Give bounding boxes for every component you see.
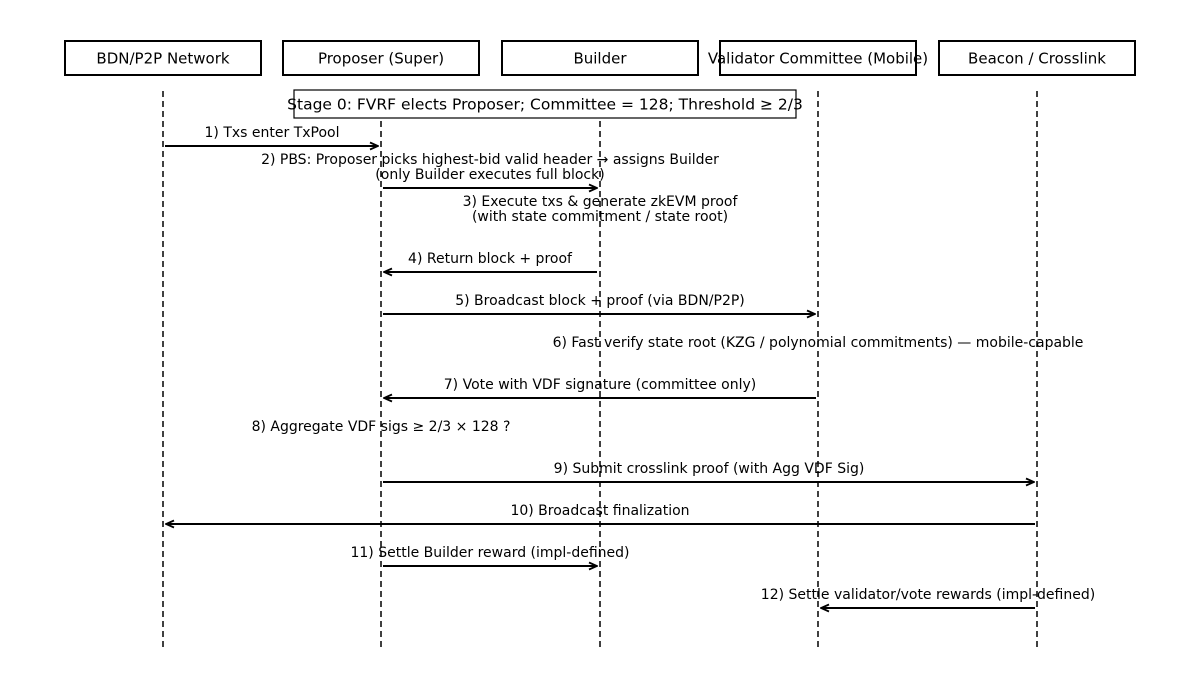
participant-bdn: BDN/P2P Network (64, 40, 262, 76)
step-9: 9) Submit crosslink proof (with Agg VDF … (383, 461, 1034, 482)
step-3-label: 3) Execute txs & generate zkEVM proof (463, 194, 739, 210)
step-10-label: 10) Broadcast finalization (510, 503, 689, 519)
step-11: 11) Settle Builder reward (impl-defined) (350, 545, 630, 566)
participant-label: Validator Committee (Mobile) (708, 50, 928, 68)
step-1-label: 1) Txs enter TxPool (205, 125, 340, 141)
participant-beacon: Beacon / Crosslink (938, 40, 1136, 76)
step-8: 8) Aggregate VDF sigs ≥ 2/3 × 128 ? (252, 419, 511, 435)
participant-label: Builder (573, 50, 627, 68)
participant-box (501, 40, 699, 76)
step-2: 2) PBS: Proposer picks highest-bid valid… (261, 152, 719, 188)
step-12: 12) Settle validator/vote rewards (impl-… (761, 587, 1095, 608)
stage-note-label: Stage 0: FVRF elects Proposer; Committee… (287, 96, 803, 114)
step-5-label: 5) Broadcast block + proof (via BDN/P2P) (455, 293, 745, 309)
step-4: 4) Return block + proof (384, 251, 597, 272)
participant-label: BDN/P2P Network (96, 50, 229, 68)
step-8-label: 8) Aggregate VDF sigs ≥ 2/3 × 128 ? (252, 419, 511, 435)
participant-box (719, 40, 917, 76)
participant-box (282, 40, 480, 76)
participant-label: Proposer (Super) (318, 50, 444, 68)
stage-note-box (293, 89, 797, 119)
step-12-label: 12) Settle validator/vote rewards (impl-… (761, 587, 1095, 603)
participant-box (938, 40, 1136, 76)
step-4-label: 4) Return block + proof (408, 251, 573, 267)
step-7-label: 7) Vote with VDF signature (committee on… (444, 377, 756, 393)
step-3-sublabel: (with state commitment / state root) (472, 209, 728, 225)
participant-builder: Builder (501, 40, 699, 76)
step-11-label: 11) Settle Builder reward (impl-defined) (350, 545, 629, 561)
participant-validator: Validator Committee (Mobile) (708, 40, 928, 76)
step-7: 7) Vote with VDF signature (committee on… (384, 377, 816, 398)
participant-box (64, 40, 262, 76)
step-6-label: 6) Fast verify state root (KZG / polynom… (553, 335, 1084, 351)
step-6: 6) Fast verify state root (KZG / polynom… (553, 335, 1084, 351)
step-2-sublabel: (only Builder executes full block) (375, 167, 604, 183)
stage-note: Stage 0: FVRF elects Proposer; Committee… (287, 89, 803, 119)
step-1: 1) Txs enter TxPool (165, 125, 378, 146)
step-9-label: 9) Submit crosslink proof (with Agg VDF … (554, 461, 865, 477)
participant-label: Beacon / Crosslink (968, 50, 1106, 68)
step-5: 5) Broadcast block + proof (via BDN/P2P) (383, 293, 815, 314)
participant-proposer: Proposer (Super) (282, 40, 480, 76)
step-3: 3) Execute txs & generate zkEVM proof (w… (463, 194, 739, 225)
step-10: 10) Broadcast finalization (166, 503, 1035, 524)
step-2-label: 2) PBS: Proposer picks highest-bid valid… (261, 152, 719, 168)
